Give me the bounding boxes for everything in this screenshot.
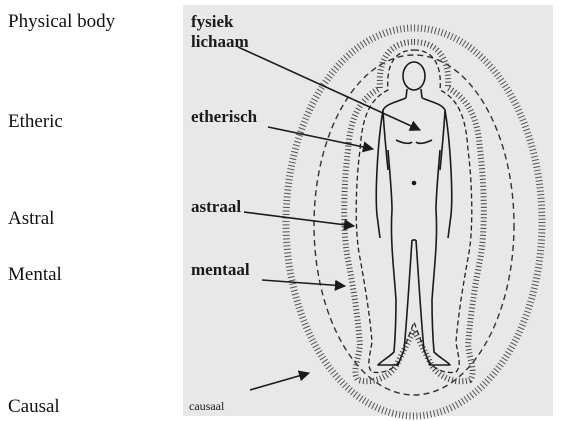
arrow-etherisch — [268, 127, 373, 149]
human-figure — [376, 62, 452, 365]
label-mentaal: mentaal — [191, 260, 250, 279]
etheric-layer-outline — [356, 50, 472, 373]
label-fysiek-line1: fysiek — [191, 12, 234, 31]
astral-layer-outline — [344, 42, 484, 381]
label-causaal: causaal — [189, 399, 225, 413]
label-etherisch: etherisch — [191, 107, 258, 126]
label-astraal: astraal — [191, 197, 241, 216]
arrow-mentaal — [262, 280, 345, 286]
arrow-astraal — [244, 212, 354, 226]
arrow-causaal — [250, 373, 309, 390]
